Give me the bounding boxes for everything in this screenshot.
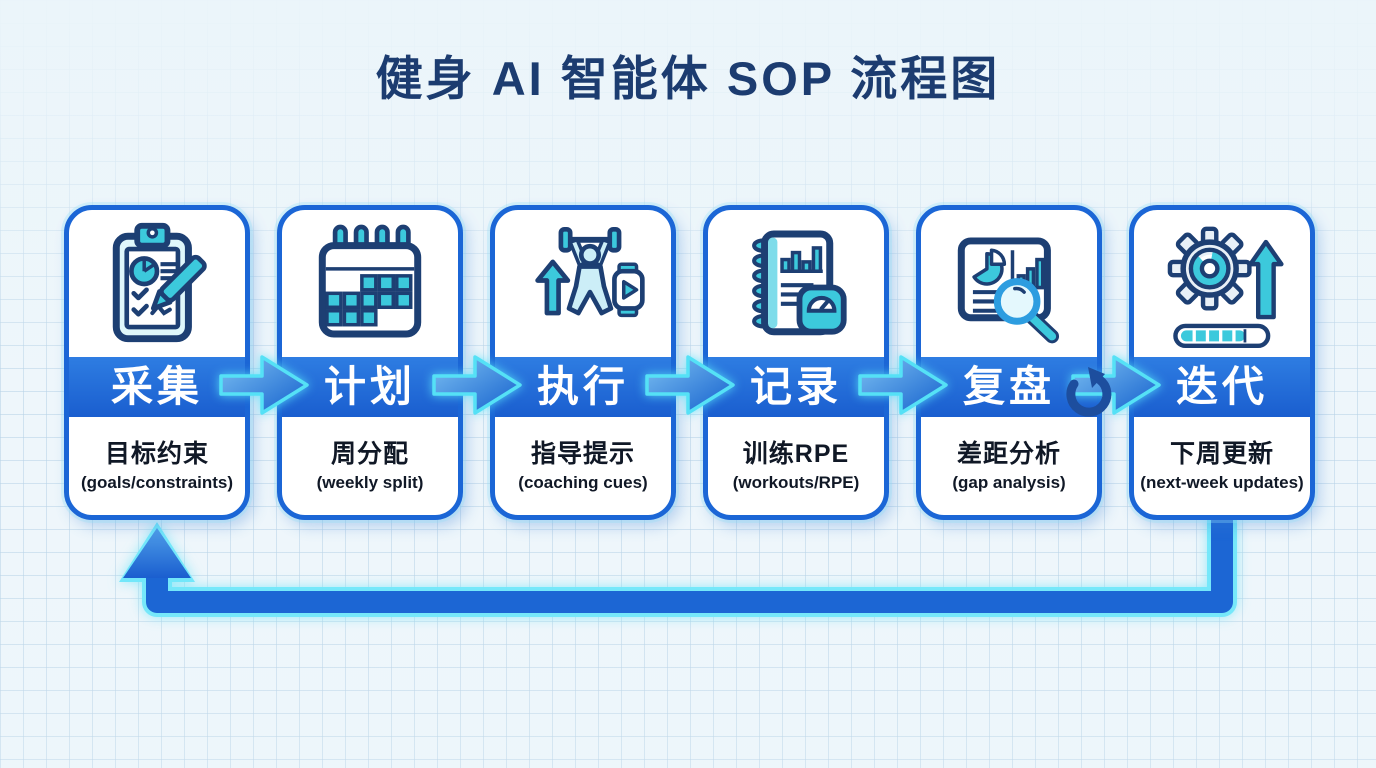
caption-cn: 周分配 [330, 440, 409, 468]
caption-en: (goals/constraints) [80, 473, 234, 492]
caption-en: (weekly split) [316, 473, 424, 492]
refresh-cycle-icon [1066, 367, 1112, 417]
feedback-loop-arrow [119, 510, 1237, 617]
caption-cn: 目标约束 [104, 440, 209, 468]
page-title: 健身 AI 智能体 SOP 流程图 [375, 52, 1001, 105]
step-caption: 下周更新 (next-week updates) [1136, 434, 1308, 493]
flow-arrow-icon [431, 352, 523, 418]
flow-arrow-icon [644, 352, 736, 418]
step-label: 迭代 [1175, 363, 1268, 410]
report-magnifier-icon [921, 214, 1097, 354]
caption-cn: 差距分析 [956, 440, 1061, 468]
gear-up-arrow-progress-icon [1134, 214, 1310, 354]
step-caption: 目标约束 (goals/constraints) [71, 434, 243, 493]
caption-cn: 下周更新 [1169, 440, 1274, 468]
caption-en: (next-week updates) [1140, 473, 1304, 492]
step-caption: 指导提示 (coaching cues) [497, 434, 669, 493]
caption-cn: 指导提示 [530, 440, 635, 468]
flow-arrow-icon [857, 352, 949, 418]
caption-en: (workouts/RPE) [732, 473, 860, 492]
flow-arrow-icon [218, 352, 310, 418]
step-label: 记录 [749, 363, 842, 410]
step-label: 计划 [323, 363, 416, 410]
step-label: 执行 [536, 363, 629, 410]
step-caption: 训练RPE (workouts/RPE) [710, 434, 882, 493]
calendar-icon [282, 214, 458, 354]
step-label: 采集 [110, 363, 203, 410]
caption-en: (gap analysis) [952, 473, 1066, 492]
caption-cn: 训练RPE [742, 440, 850, 468]
notebook-scale-icon [708, 214, 884, 354]
step-label: 复盘 [962, 363, 1055, 410]
workout-lifter-watch-icon [495, 214, 671, 354]
caption-en: (coaching cues) [518, 473, 648, 492]
clipboard-checklist-icon [69, 214, 245, 354]
step-caption: 周分配 (weekly split) [284, 434, 456, 493]
step-caption: 差距分析 (gap analysis) [923, 434, 1095, 493]
